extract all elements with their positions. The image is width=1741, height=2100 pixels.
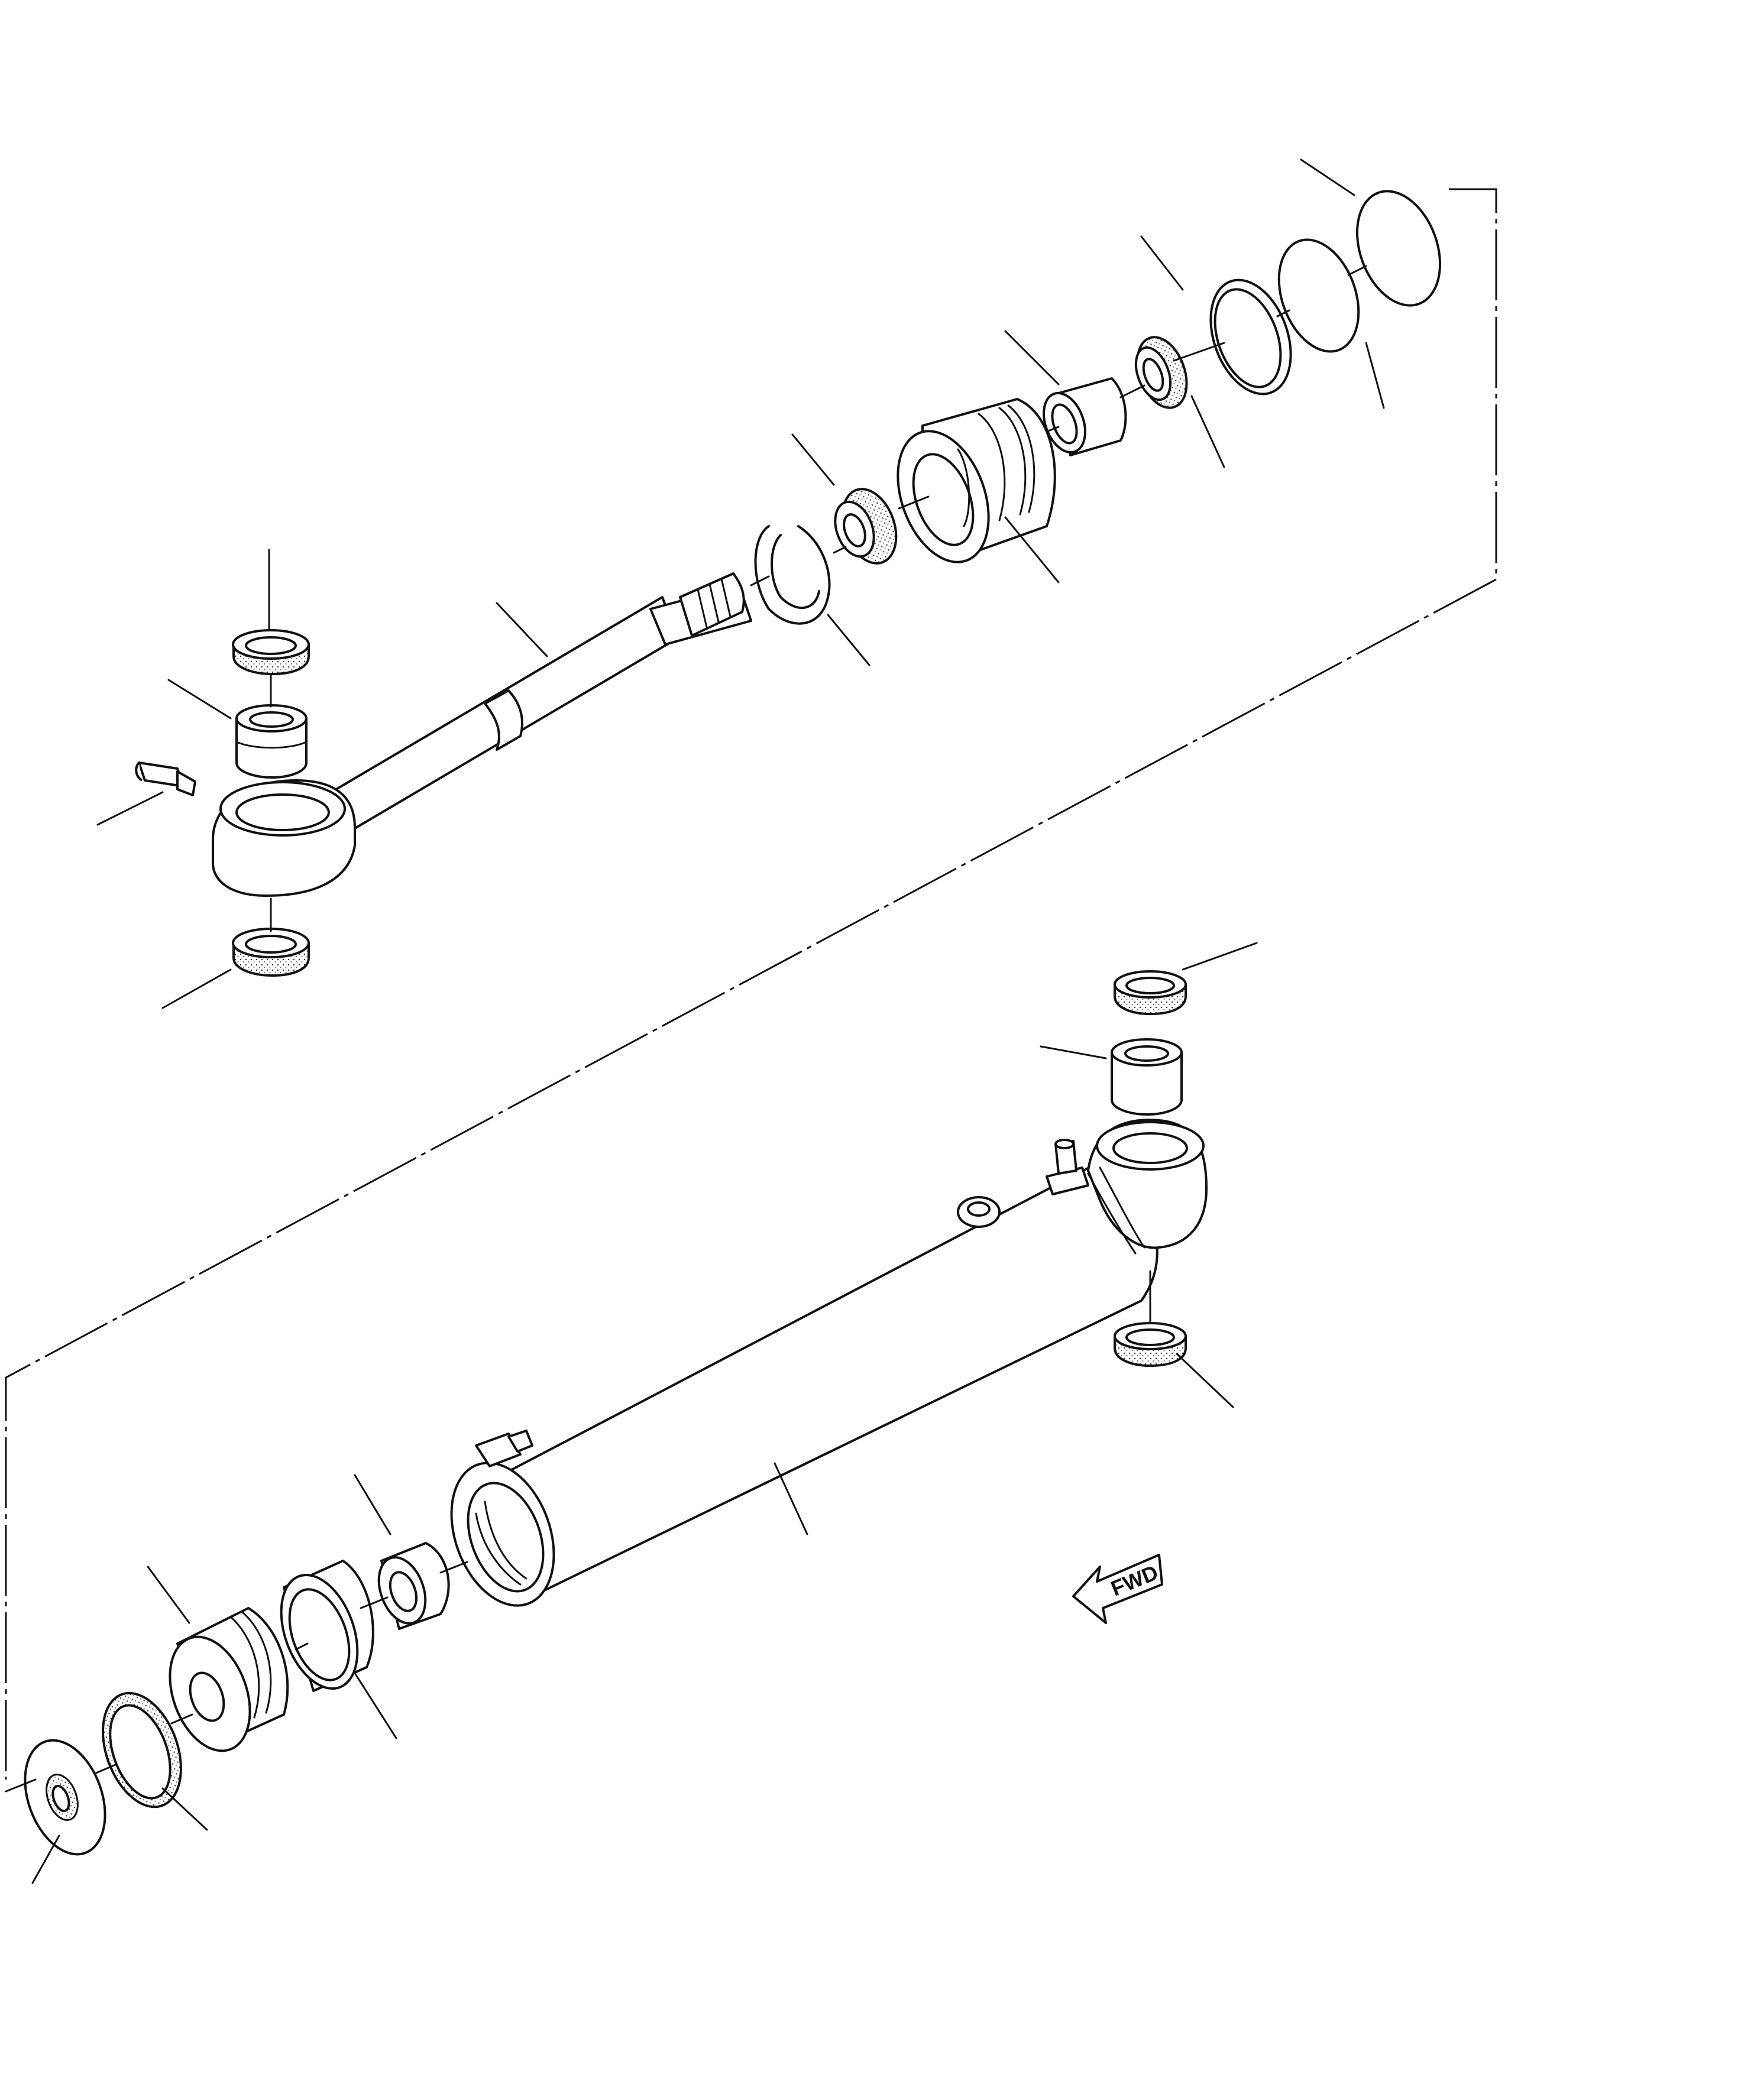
assembly-axis — [170, 1713, 193, 1725]
assembly-axis — [1276, 309, 1290, 317]
assembly-axis — [295, 1642, 309, 1651]
piston — [169, 1607, 289, 1752]
assembly-axis — [439, 1561, 468, 1574]
assembly-axis — [833, 546, 847, 554]
eye-bushing-lower — [1111, 1038, 1183, 1116]
cylinder-tube — [450, 1158, 1158, 1607]
assembly-axis — [1173, 342, 1225, 362]
cylinder-head-gland — [897, 398, 1056, 563]
piston-rod — [330, 572, 752, 835]
assembly-axis — [5, 1778, 37, 1793]
piston-washer — [24, 1739, 106, 1856]
piston-nut — [377, 1542, 450, 1630]
o-ring-outer — [1355, 190, 1442, 307]
snap-ring — [754, 525, 831, 625]
leader-lines — [31, 158, 1385, 1884]
assembly-axis — [1119, 384, 1145, 398]
grease-fitting-lower — [1046, 1139, 1089, 1195]
backup-ring — [1209, 278, 1292, 396]
assembly-axis — [360, 1596, 389, 1609]
assembly-axis — [1046, 426, 1060, 433]
assembly-axis — [1347, 265, 1367, 276]
assembly-outline — [5, 188, 1497, 1780]
seal-ring-bottom-upper — [232, 928, 310, 977]
seal-ring-top-upper — [232, 629, 310, 676]
piston-seal — [102, 1691, 182, 1809]
wiper-seal — [834, 488, 898, 565]
rod-seal — [1134, 336, 1188, 409]
seal-ring-bottom-lower — [1114, 1322, 1187, 1367]
rod-bushing — [1043, 377, 1127, 456]
rod-eye — [212, 779, 356, 897]
piston-wear-ring — [280, 1560, 374, 1692]
assembly-axis — [750, 575, 770, 586]
fwd-arrow: FWD — [1072, 1554, 1163, 1624]
seal-ring-top-lower — [1114, 970, 1187, 1016]
arrow-left-icon — [1072, 1554, 1163, 1624]
assembly-axis — [93, 1764, 117, 1775]
tube-eye — [1087, 1119, 1208, 1255]
eye-bushing-upper — [235, 704, 308, 779]
grease-fitting-upper — [135, 761, 196, 796]
assembly-axis — [898, 495, 930, 510]
o-ring-inner — [1277, 238, 1360, 353]
